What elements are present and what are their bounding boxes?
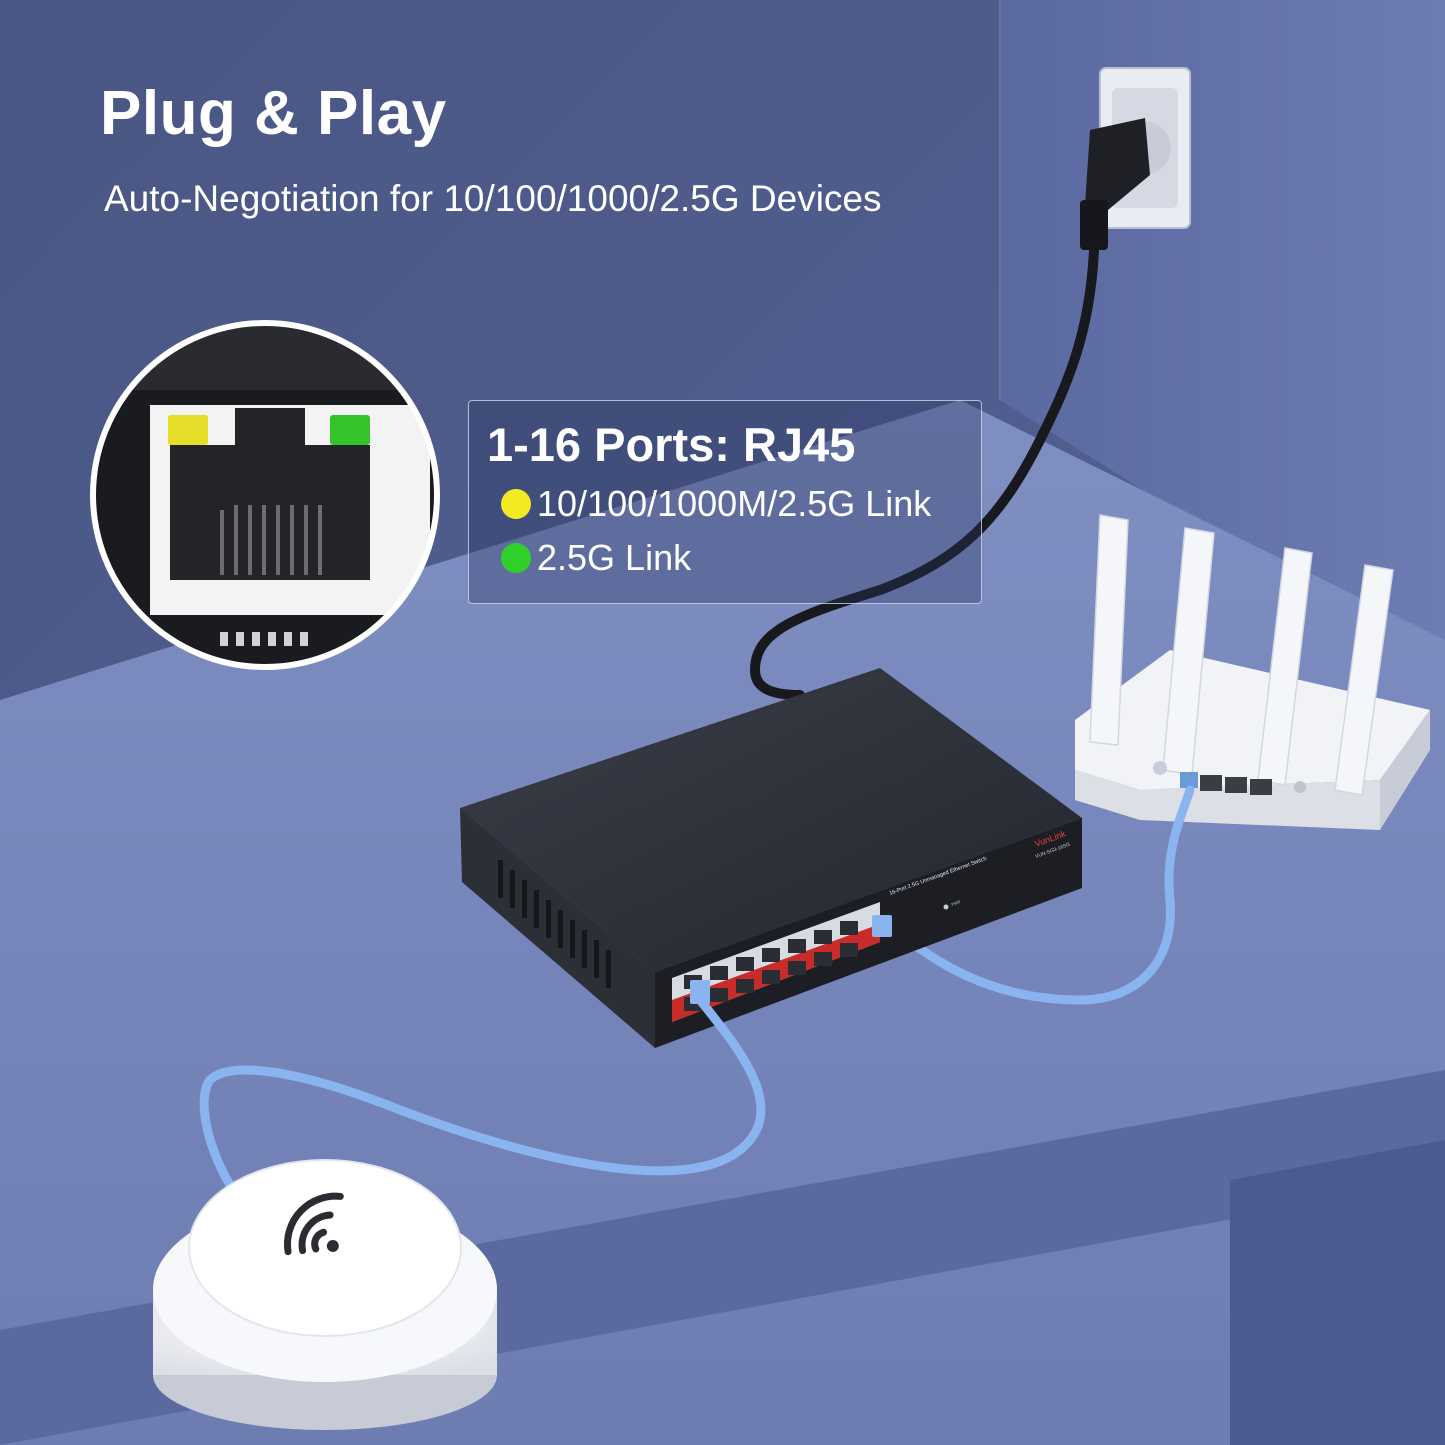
yellow-led-icon xyxy=(501,489,531,519)
access-point xyxy=(153,1159,497,1430)
router xyxy=(1075,514,1430,830)
headline: Plug & Play xyxy=(100,79,447,148)
green-led-icon xyxy=(501,543,531,573)
power-cable xyxy=(749,245,1099,700)
ethernet-cable-ap xyxy=(199,995,766,1205)
switch-power-label: PWR xyxy=(951,899,962,907)
power-plug-icon xyxy=(1080,118,1150,250)
ports-title: 1-16 Ports: RJ45 xyxy=(487,418,856,471)
legend-label: 10/100/1000M/2.5G Link xyxy=(537,483,932,524)
subline: Auto-Negotiation for 10/100/1000/2.5G De… xyxy=(104,178,882,219)
legend-label: 2.5G Link xyxy=(537,537,692,578)
legend-item-link: 10/100/1000M/2.5G Link xyxy=(501,483,931,525)
ports-info-box: 1-16 Ports: RJ45 10/100/1000M/2.5G Link … xyxy=(468,400,982,604)
wifi-icon xyxy=(284,1192,344,1256)
rj45-port-icon xyxy=(220,505,322,575)
ethernet-cable-router xyxy=(885,785,1195,1005)
ethernet-switch: VunLink VUN-SG3-16SG 16-Port 2.5G Unmana… xyxy=(460,668,1082,1048)
rj45-zoom-inset xyxy=(90,320,440,670)
legend-item-2-5g: 2.5G Link xyxy=(501,537,691,579)
